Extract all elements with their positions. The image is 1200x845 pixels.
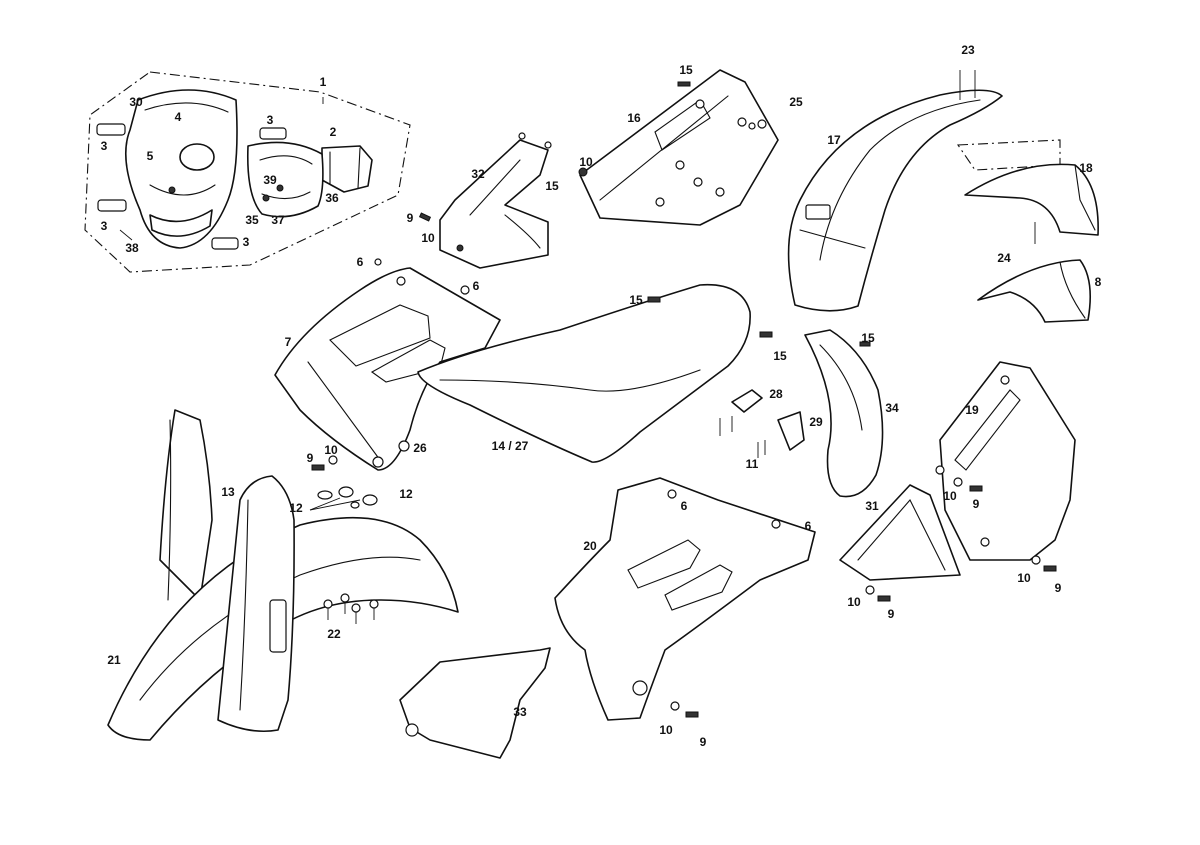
grommet bbox=[211, 237, 239, 250]
callout-c32: 32 bbox=[471, 167, 485, 181]
callout-c25: 25 bbox=[789, 95, 803, 109]
mounting-bracket bbox=[418, 132, 552, 269]
callout-c20: 20 bbox=[583, 539, 597, 553]
callout-c23: 23 bbox=[961, 43, 975, 57]
callout-c18: 18 bbox=[1079, 161, 1093, 175]
callout-c15a: 15 bbox=[679, 63, 693, 77]
callout-c9b: 9 bbox=[307, 451, 314, 465]
seat-brackets bbox=[719, 389, 805, 458]
callout-c30: 30 bbox=[129, 95, 143, 109]
callout-c1: 1 bbox=[320, 75, 327, 89]
callout-c31: 31 bbox=[865, 499, 879, 513]
callout-c3b: 3 bbox=[101, 219, 108, 233]
callout-c3d: 3 bbox=[267, 113, 274, 127]
callout-c15e: 15 bbox=[861, 331, 875, 345]
callout-c10e: 10 bbox=[1017, 571, 1031, 585]
callout-c11: 11 bbox=[746, 457, 759, 471]
callout-c15b: 15 bbox=[545, 179, 559, 193]
tail-cover bbox=[964, 163, 1099, 236]
callout-c6d: 6 bbox=[805, 519, 812, 533]
callout-c38: 38 bbox=[125, 241, 139, 255]
callout-c35: 35 bbox=[245, 213, 259, 227]
left-side-panel bbox=[578, 69, 779, 226]
callout-c8: 8 bbox=[1095, 275, 1102, 289]
grommet bbox=[259, 127, 287, 140]
tail-light-cover bbox=[977, 259, 1091, 323]
callout-c9f: 9 bbox=[700, 735, 707, 749]
callout-c24: 24 bbox=[997, 251, 1011, 265]
fender-bolts bbox=[309, 486, 379, 624]
callout-c14: 14 / 27 bbox=[492, 439, 529, 453]
grommet bbox=[96, 123, 126, 136]
headlight-assembly-group bbox=[84, 71, 411, 273]
right-side-panel bbox=[935, 361, 1076, 561]
headlight-housing bbox=[246, 141, 324, 218]
seat bbox=[417, 283, 773, 463]
loose-hardware bbox=[311, 122, 1057, 718]
callout-c21: 21 bbox=[107, 653, 121, 667]
callout-c15d: 15 bbox=[773, 349, 787, 363]
assembly-boundary bbox=[84, 71, 411, 273]
callout-c37: 37 bbox=[271, 213, 285, 227]
side-cover bbox=[839, 484, 961, 581]
callout-c29: 29 bbox=[809, 415, 823, 429]
callout-c5: 5 bbox=[147, 149, 154, 163]
callout-c19: 19 bbox=[965, 403, 979, 417]
front-number-plate bbox=[159, 409, 213, 601]
callout-c10c: 10 bbox=[324, 443, 338, 457]
callout-c39: 39 bbox=[263, 173, 277, 187]
grommet bbox=[97, 199, 127, 212]
inner-rear-mudguard bbox=[804, 329, 884, 498]
callout-c2: 2 bbox=[330, 125, 337, 139]
air-box-cover bbox=[554, 477, 816, 721]
callout-c10b: 10 bbox=[421, 231, 435, 245]
callout-c16: 16 bbox=[627, 111, 641, 125]
callout-c10d: 10 bbox=[943, 489, 957, 503]
callout-c26: 26 bbox=[413, 441, 427, 455]
callout-c7: 7 bbox=[285, 335, 292, 349]
callout-c33: 33 bbox=[513, 705, 527, 719]
callout-c3c: 3 bbox=[243, 235, 250, 249]
callout-c10g: 10 bbox=[659, 723, 673, 737]
callout-c28: 28 bbox=[769, 387, 783, 401]
callout-c10f: 10 bbox=[847, 595, 861, 609]
callout-c17: 17 bbox=[827, 133, 841, 147]
callout-c10a: 10 bbox=[579, 155, 593, 169]
fork-guard bbox=[217, 475, 295, 733]
callout-c6b: 6 bbox=[473, 279, 480, 293]
callout-c13: 13 bbox=[221, 485, 235, 499]
heat-shield bbox=[399, 647, 551, 759]
callout-c36: 36 bbox=[325, 191, 339, 205]
callout-c9d: 9 bbox=[1055, 581, 1062, 595]
callout-c12a: 12 bbox=[289, 501, 303, 515]
callout-c6c: 6 bbox=[681, 499, 688, 513]
callout-c15c: 15 bbox=[629, 293, 643, 307]
callout-c9e: 9 bbox=[888, 607, 895, 621]
callout-c34: 34 bbox=[885, 401, 899, 415]
callout-c22: 22 bbox=[327, 627, 341, 641]
callout-c3a: 3 bbox=[101, 139, 108, 153]
callout-c9a: 9 bbox=[407, 211, 414, 225]
callout-c6a: 6 bbox=[357, 255, 364, 269]
headlight-mask bbox=[125, 89, 238, 249]
callout-c4: 4 bbox=[175, 110, 182, 124]
callout-c12b: 12 bbox=[399, 487, 413, 501]
callout-c9c: 9 bbox=[973, 497, 980, 511]
headlight-lens bbox=[179, 143, 215, 171]
rear-fender bbox=[787, 70, 1061, 312]
